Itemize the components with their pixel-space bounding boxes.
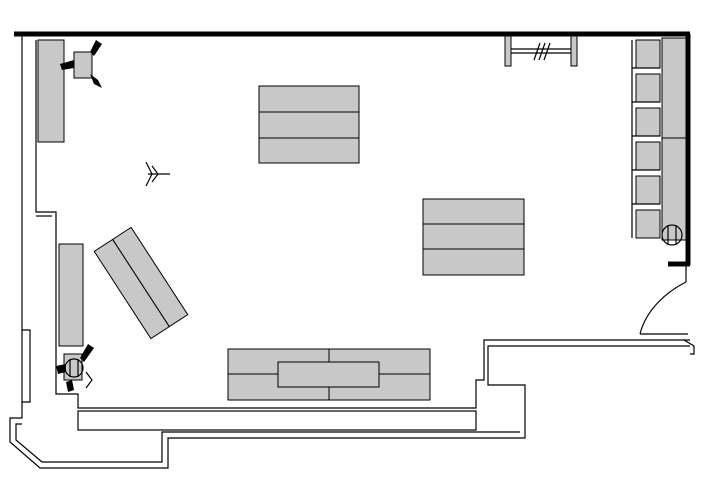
- counter-top-left: [37, 39, 65, 143]
- rack-top: [504, 35, 578, 67]
- ceiling-fan-small: [145, 161, 170, 187]
- left-notch: [22, 329, 31, 403]
- round-stool: [661, 224, 683, 246]
- table-stack-right: [422, 198, 525, 276]
- walls: [9, 31, 695, 469]
- bench-bottom: [77, 410, 477, 431]
- table-pair-angled: [93, 226, 189, 340]
- fan-top-left: [60, 40, 102, 88]
- left-wall-outer: [9, 36, 690, 469]
- fan-bottom-left: [56, 344, 94, 392]
- chair: [631, 39, 661, 239]
- door-swing-right: [639, 266, 688, 335]
- chair-row-right: [631, 37, 687, 246]
- counter-left-middle: [58, 243, 84, 347]
- table-stack-top-center: [258, 85, 360, 164]
- left-wall-inner: [35, 40, 690, 409]
- right-end-cap: [683, 339, 695, 355]
- table-group-bottom: [227, 348, 431, 401]
- bottom-left-step: [15, 423, 520, 463]
